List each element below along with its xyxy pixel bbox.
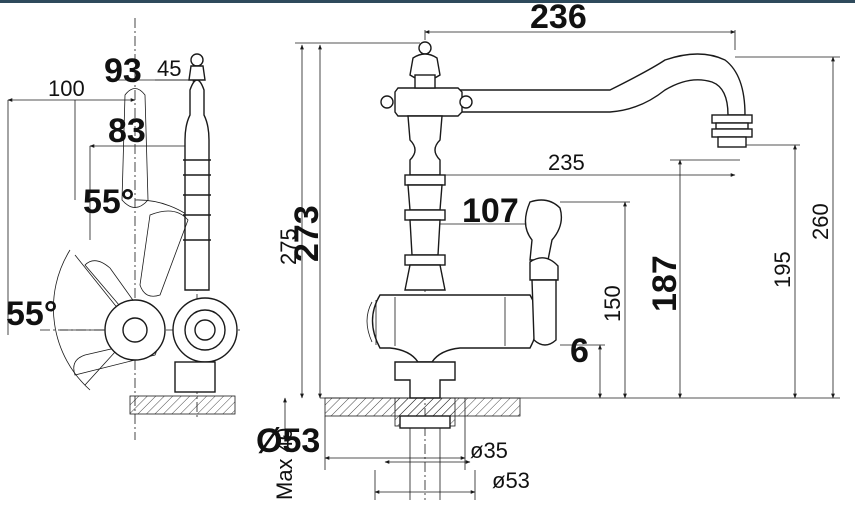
- dim-45-label: 45: [157, 56, 181, 81]
- angle-arc-left: [53, 249, 91, 391]
- finial-top: [418, 41, 432, 55]
- dim-236-label: 236: [530, 0, 587, 36]
- dim-150-label: 150: [600, 285, 625, 322]
- dim-107-label: 107: [462, 192, 519, 230]
- dim-195-label: 195: [770, 251, 795, 288]
- column-upper: [407, 115, 443, 176]
- dim-max40-label: Max 40: [272, 428, 297, 500]
- column-base: [404, 264, 446, 291]
- mounting-nut: [399, 415, 451, 429]
- lever-handle-top: [524, 199, 563, 261]
- side-body-right-inner: [194, 319, 216, 341]
- side-body-left-inner: [122, 317, 148, 343]
- aerator-tip: [717, 136, 747, 148]
- top-border: [0, 0, 855, 3]
- spout-collar: [394, 87, 463, 117]
- dim-83-label: 83: [108, 112, 146, 150]
- column-lower: [409, 219, 441, 256]
- finial-neck: [414, 74, 436, 89]
- side-finial: [190, 53, 204, 67]
- dim-6-label: 6: [570, 332, 589, 370]
- side-rings: [183, 159, 211, 241]
- dim-93-label: 93: [104, 52, 142, 90]
- aerator-ring-1: [711, 114, 753, 124]
- dim-275-label: 275: [276, 228, 301, 265]
- main-body-endcap: [366, 300, 377, 345]
- main-body-bands: [394, 297, 506, 346]
- dim-273-label: 273: [288, 205, 326, 262]
- dim-d53-small-label: ø53: [492, 468, 530, 493]
- main-body: [371, 294, 539, 363]
- front-view: 236 235 107 275 273 260 195 187 150 6 Ø5…: [256, 0, 840, 500]
- side-handle-angled: [139, 210, 189, 297]
- dim-100-label: 100: [48, 76, 85, 101]
- base-pillar: [394, 361, 456, 399]
- column-mid: [407, 184, 443, 211]
- column-ring-2: [404, 209, 446, 221]
- column-ring-1: [404, 174, 446, 186]
- dim-260-label: 260: [808, 203, 833, 240]
- aerator-ring-2: [715, 122, 749, 130]
- side-base-column: [174, 361, 216, 393]
- dim-d35-label: ø35: [470, 438, 508, 463]
- dim-235-label: 235: [548, 150, 585, 175]
- side-view: 93 45 100 83 55° 55°: [6, 18, 240, 440]
- lever-handle-stem: [531, 279, 557, 346]
- aerator-ring-3: [711, 128, 753, 138]
- side-spout-column: [184, 79, 210, 291]
- collar-knob-right: [459, 95, 473, 109]
- column-ring-3: [404, 254, 446, 266]
- collar-knob-left: [380, 95, 394, 109]
- lever-handle-knob: [529, 257, 559, 281]
- angle-top-label: 55°: [83, 183, 134, 221]
- spout: [457, 53, 746, 116]
- dim-187-label: 187: [646, 255, 684, 312]
- side-countertop: [129, 395, 236, 415]
- side-finial-neck: [188, 65, 206, 81]
- angle-left-label: 55°: [6, 295, 57, 333]
- side-handle-upright: [121, 88, 149, 208]
- dim-d53-big-label: Ø53: [256, 422, 320, 460]
